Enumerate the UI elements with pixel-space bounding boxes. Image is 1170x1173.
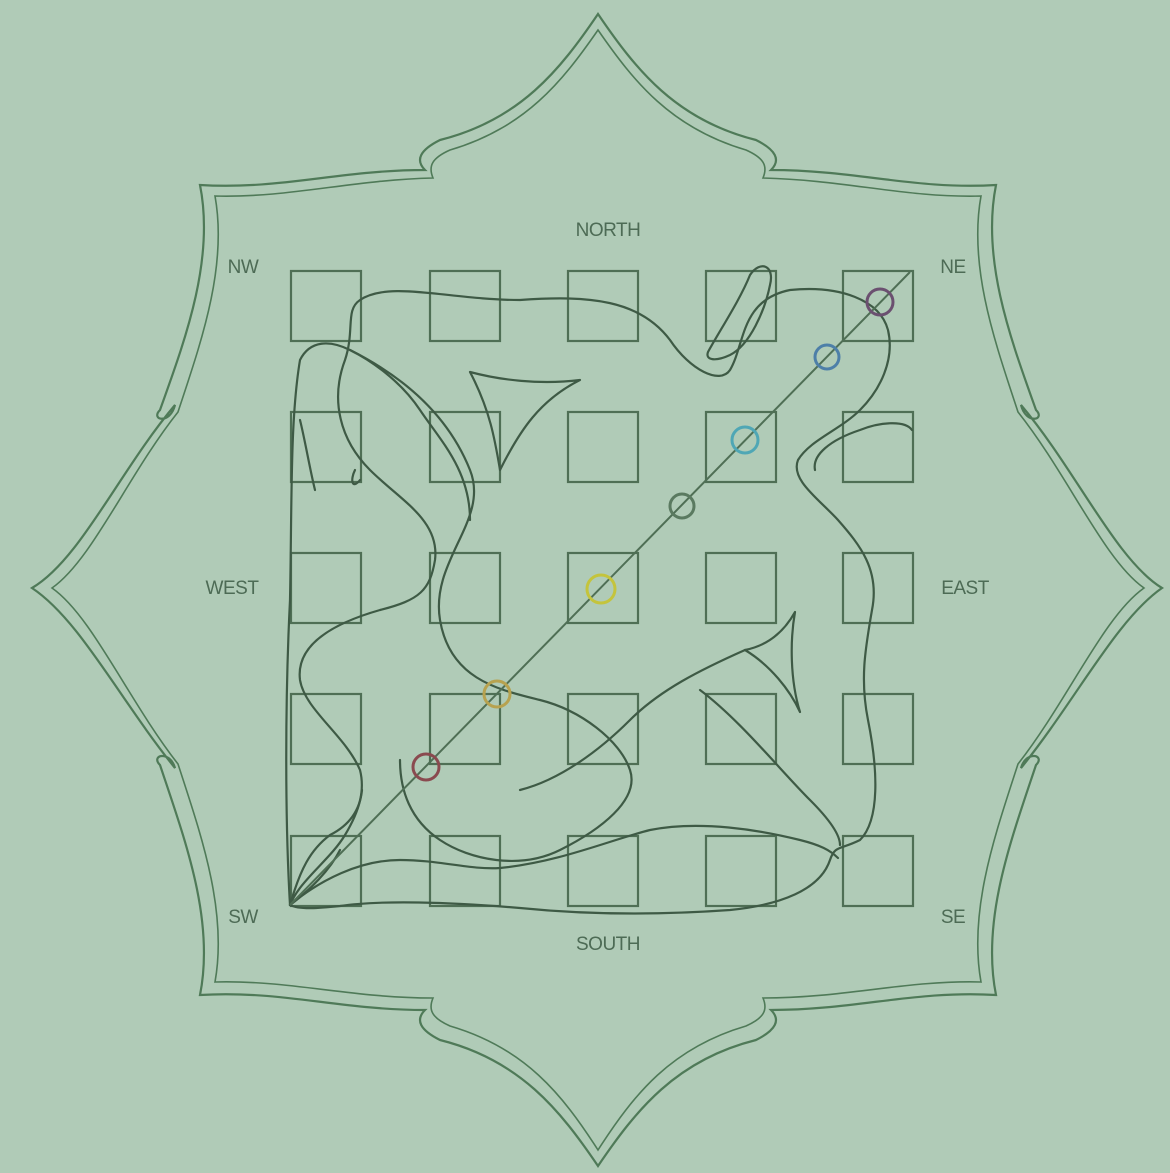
grid-cell-r4-c3 bbox=[568, 694, 638, 764]
grid-cell-r1-c2 bbox=[430, 271, 500, 341]
grid-cell-r3-c5 bbox=[843, 553, 913, 623]
grid-cell-r2-c3 bbox=[568, 412, 638, 482]
label-se: SE bbox=[941, 907, 965, 928]
grid-cell-r4-c5 bbox=[843, 694, 913, 764]
grid-cell-r3-c3 bbox=[568, 553, 638, 623]
grid-cell-r5-c4 bbox=[706, 836, 776, 906]
purusha-left-detail bbox=[300, 420, 360, 490]
grid-cell-r1-c4 bbox=[706, 271, 776, 341]
label-west: WEST bbox=[206, 578, 260, 599]
grid-cell-r2-c5 bbox=[843, 412, 913, 482]
purusha-lower-fin bbox=[745, 612, 800, 712]
purusha-upper-fin bbox=[470, 372, 580, 470]
grid-cell-r2-c4 bbox=[706, 412, 776, 482]
purusha-body-outline bbox=[290, 289, 890, 913]
label-east: EAST bbox=[941, 578, 990, 599]
grid-cell-r1-c3 bbox=[568, 271, 638, 341]
label-sw: SW bbox=[228, 907, 258, 928]
grid-cell-r5-c5 bbox=[843, 836, 913, 906]
purusha-left-arm bbox=[286, 343, 470, 905]
label-north: NORTH bbox=[576, 220, 641, 241]
purusha-lower-curve bbox=[290, 826, 838, 905]
label-ne: NE bbox=[940, 257, 965, 278]
label-south: SOUTH bbox=[576, 934, 640, 955]
lotus-frame-outer bbox=[32, 14, 1162, 1166]
grid-cell-r3-c1 bbox=[291, 553, 361, 623]
purusha-ne-hook bbox=[815, 423, 912, 470]
lotus-frame bbox=[32, 14, 1162, 1166]
grid-cell-r3-c4 bbox=[706, 553, 776, 623]
label-nw: NW bbox=[228, 257, 259, 278]
grid-cell-r5-c3 bbox=[568, 836, 638, 906]
grid-cell-r5-c2 bbox=[430, 836, 500, 906]
solar-plexus-chakra bbox=[587, 575, 615, 603]
sw-ne-axis bbox=[290, 272, 910, 905]
